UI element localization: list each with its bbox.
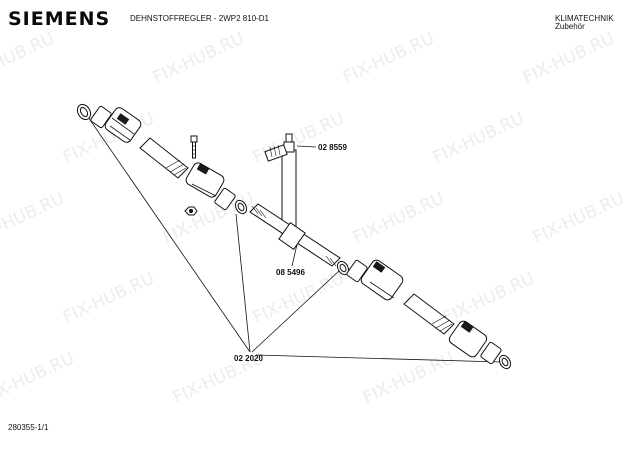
leader-line (235, 213, 251, 353)
valve-body (249, 133, 341, 267)
leader-line (255, 354, 501, 363)
sealing-ring (336, 260, 350, 276)
part-number-label: 02 8559 (318, 143, 347, 152)
leader-line (251, 269, 341, 353)
fixing-screw (190, 135, 198, 159)
sealing-ring (498, 354, 512, 370)
union-nut (214, 187, 236, 211)
category-title: KLIMATECHNIK (555, 14, 614, 23)
union-nut (90, 105, 142, 143)
union-nut (346, 259, 368, 283)
leader-line (85, 113, 251, 353)
hose-clamp (360, 259, 404, 301)
brand-logo: SIEMENS (8, 8, 111, 30)
hose-segment (139, 137, 189, 179)
hose-clamp (185, 162, 225, 198)
union-nut (480, 341, 502, 365)
part-number-label: 02 2020 (234, 354, 263, 363)
category-subtitle: Zubehör (555, 22, 585, 31)
part-number-label: 08 5496 (276, 268, 305, 277)
hex-nut (184, 206, 198, 216)
document-title: DEHNSTOFFREGLER - 2WP2 810-D1 (130, 14, 269, 23)
document-number: 280355-1/1 (8, 423, 49, 432)
sealing-ring (76, 103, 92, 121)
leader-line (296, 145, 317, 148)
hose-segment (403, 293, 455, 335)
hose-clamp (448, 320, 488, 358)
sealing-ring (234, 199, 248, 215)
